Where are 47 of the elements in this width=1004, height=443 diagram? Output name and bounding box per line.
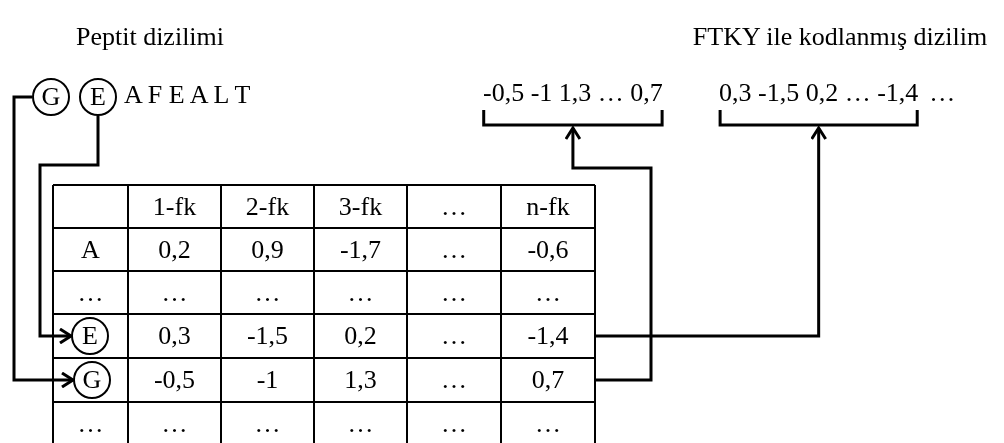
arrow bbox=[595, 126, 828, 338]
table-cell-text: -1,5 bbox=[245, 320, 290, 352]
table-cell-text: -0,5 bbox=[152, 364, 197, 396]
table-cell-text: … bbox=[160, 276, 189, 309]
table-cell-text: … bbox=[76, 407, 105, 440]
table-cell-text: … bbox=[253, 407, 282, 440]
table-cell-text: 0,9 bbox=[250, 233, 285, 266]
arrow bbox=[12, 95, 75, 389]
table-cell-text: … bbox=[534, 407, 562, 440]
table-cell-text: … bbox=[534, 276, 562, 309]
circled-letter: E bbox=[79, 78, 117, 116]
bracketed-sequence: -0,5 -1 1,3 … 0,7 bbox=[480, 78, 666, 128]
circled-letter: E bbox=[71, 317, 109, 355]
table-cell-text: … bbox=[160, 407, 189, 440]
table-cell-text: … bbox=[440, 407, 468, 440]
table-cell-text: … bbox=[440, 276, 468, 309]
table-cell-text: n-fk bbox=[525, 190, 571, 223]
table-cell-text: 0,3 bbox=[157, 320, 192, 352]
ellipsis: … bbox=[929, 78, 956, 108]
arrow bbox=[564, 126, 653, 382]
circled-letter: G bbox=[32, 78, 70, 116]
table-cell: -1,4 bbox=[501, 314, 595, 358]
table-cell-text: -1,7 bbox=[338, 233, 383, 266]
heading: FTKY ile kodlanmış dizilim bbox=[692, 22, 988, 52]
table-cell-text: … bbox=[346, 276, 375, 309]
table-cell-text: 0,2 bbox=[157, 233, 192, 266]
table-cell-text: 0,2 bbox=[343, 320, 378, 352]
table-cell-text: A bbox=[80, 233, 101, 266]
circled-letter: G bbox=[73, 361, 111, 399]
heading: Peptit dizilimi bbox=[75, 22, 225, 52]
table-cell-text: 2-fk bbox=[244, 190, 291, 223]
arrow bbox=[38, 116, 100, 345]
table-cell-text: … bbox=[253, 276, 282, 309]
table-cell: 0,7 bbox=[501, 358, 595, 402]
table-cell-text: -0,6 bbox=[526, 233, 570, 266]
table-cell-text: 3-fk bbox=[337, 190, 384, 223]
table-cell-text: -1 bbox=[255, 364, 280, 396]
table-cell-text: … bbox=[440, 320, 468, 352]
table-cell-text: … bbox=[440, 364, 468, 396]
table-cell-text: … bbox=[76, 276, 105, 309]
sequence-letters: A F E A L T bbox=[124, 80, 251, 110]
table-cell-text: 1-fk bbox=[151, 190, 198, 223]
table-cell-text: … bbox=[346, 407, 375, 440]
table-cell-text: 1,3 bbox=[343, 364, 378, 396]
bracketed-sequence: 0,3 -1,5 0,2 … -1,4 bbox=[716, 78, 922, 128]
table-cell-text: … bbox=[440, 190, 468, 223]
table-cell-text: … bbox=[440, 233, 468, 266]
